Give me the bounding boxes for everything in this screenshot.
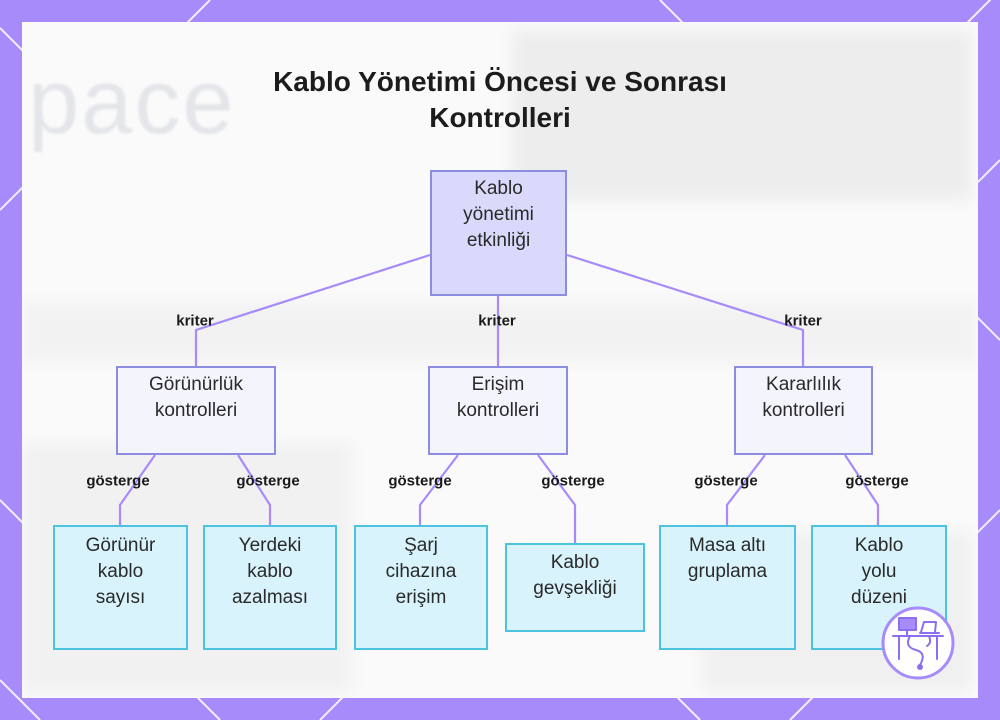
background-blur-region	[512, 30, 972, 200]
node-text-line: yolu	[861, 561, 897, 582]
node-text-line: Şarj	[404, 535, 438, 556]
edge-label-indicator: gösterge	[236, 472, 300, 490]
edge-access-to-charger-access	[418, 454, 459, 525]
node-text-line: erişim	[395, 587, 447, 608]
node-text-line: Kararlılık	[766, 374, 841, 395]
node-text-line: cihazına	[385, 561, 457, 582]
node-text-line: kontrolleri	[154, 400, 238, 421]
indicator-node-floor-cable-reduction: Yerdeki kablo azalması	[203, 525, 337, 650]
root-node: Kablo yönetimi etkinliği	[430, 170, 567, 296]
edge-stability-to-under-desk	[725, 454, 766, 525]
edge-visibility-to-visible-count	[118, 454, 156, 525]
indicator-node-charger-access: Şarj cihazına erişim	[354, 525, 488, 650]
node-text-line: kontrolleri	[762, 400, 845, 421]
node-text-line: Kablo	[854, 535, 904, 556]
node-text-line: azalması	[231, 587, 309, 608]
edge-root-to-visibility	[194, 253, 431, 366]
title-line: Kontrolleri	[429, 102, 571, 133]
edge-label-criterion: kriter	[176, 312, 214, 330]
indicator-node-visible-cable-count: Görünür kablo sayısı	[53, 525, 188, 650]
node-text-line: kablo	[97, 561, 144, 582]
node-text-line: kablo	[247, 561, 293, 582]
node-text-line: Erişim	[471, 374, 525, 395]
edge-label-indicator: gösterge	[845, 472, 909, 490]
title-line: Kablo Yönetimi Öncesi ve Sonrası	[273, 66, 727, 97]
node-text-line: Kablo	[474, 178, 523, 199]
frame-diagonal-line	[0, 679, 41, 720]
node-text-line: yönetimi	[463, 204, 534, 225]
criterion-node-access: Erişim kontrolleri	[428, 366, 568, 455]
edge-label-indicator: gösterge	[86, 472, 150, 490]
background-watermark: pace	[28, 51, 236, 153]
page-title: Kablo Yönetimi Öncesi ve Sonrası Kontrol…	[0, 64, 1000, 136]
node-text-line: gevşekliği	[533, 578, 617, 599]
node-text-line: Görünür	[85, 535, 156, 556]
edge-access-to-cable-slack	[537, 454, 577, 543]
indicator-node-cable-slack: Kablo gevşekliği	[505, 543, 645, 632]
node-text-line: Görünürlük	[149, 374, 243, 395]
node-text-line: Kablo	[550, 552, 600, 573]
criterion-node-stability: Kararlılık kontrolleri	[734, 366, 873, 455]
edge-label-criterion: kriter	[784, 312, 822, 330]
criterion-node-visibility: Görünürlük kontrolleri	[116, 366, 276, 455]
indicator-node-under-desk-grouping: Masa altı gruplama	[659, 525, 796, 650]
edge-visibility-to-floor-reduction	[237, 454, 272, 525]
node-text-line: düzeni	[851, 587, 907, 608]
node-text-line: sayısı	[95, 587, 146, 608]
edge-root-to-stability	[566, 253, 805, 366]
edge-stability-to-route-layout	[844, 454, 880, 525]
edge-label-indicator: gösterge	[541, 472, 605, 490]
node-text-line: kontrolleri	[456, 400, 540, 421]
node-text-line: Masa altı	[688, 535, 767, 556]
node-text-line: etkinliği	[466, 230, 531, 251]
node-text-line: Yerdeki	[238, 535, 302, 556]
cable-desk-icon	[881, 606, 955, 680]
edge-label-indicator: gösterge	[694, 472, 758, 490]
edge-label-criterion: kriter	[478, 312, 516, 330]
edge-label-indicator: gösterge	[388, 472, 452, 490]
node-text-line: gruplama	[687, 561, 768, 582]
